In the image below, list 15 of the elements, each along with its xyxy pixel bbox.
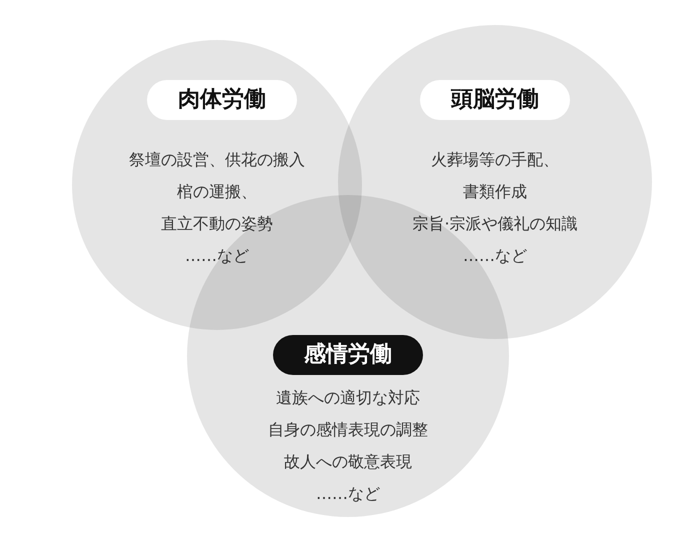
item-text: 火葬場等の手配、 <box>430 149 560 171</box>
item-text: ……など <box>462 245 528 267</box>
item-text: ……など <box>315 483 381 505</box>
heading-pill: 頭脳労働 <box>420 80 570 120</box>
item-text: 直立不動の姿勢 <box>160 213 274 235</box>
heading-pill: 肉体労働 <box>147 80 297 120</box>
item-text: 遺族への適切な対応 <box>275 387 421 409</box>
item-text: 棺の運搬、 <box>176 181 258 203</box>
item-text: 自身の感情表現の調整 <box>267 419 429 441</box>
item-text: 書類作成 <box>462 181 528 203</box>
item-text: 故人への敬意表現 <box>283 451 413 473</box>
heading-pill: 感情労働 <box>273 335 423 375</box>
item-text: ……など <box>184 245 250 267</box>
item-text: 宗旨·宗派や儀礼の知識 <box>411 213 579 235</box>
item-text: 祭壇の設営、供花の搬入 <box>128 149 306 171</box>
